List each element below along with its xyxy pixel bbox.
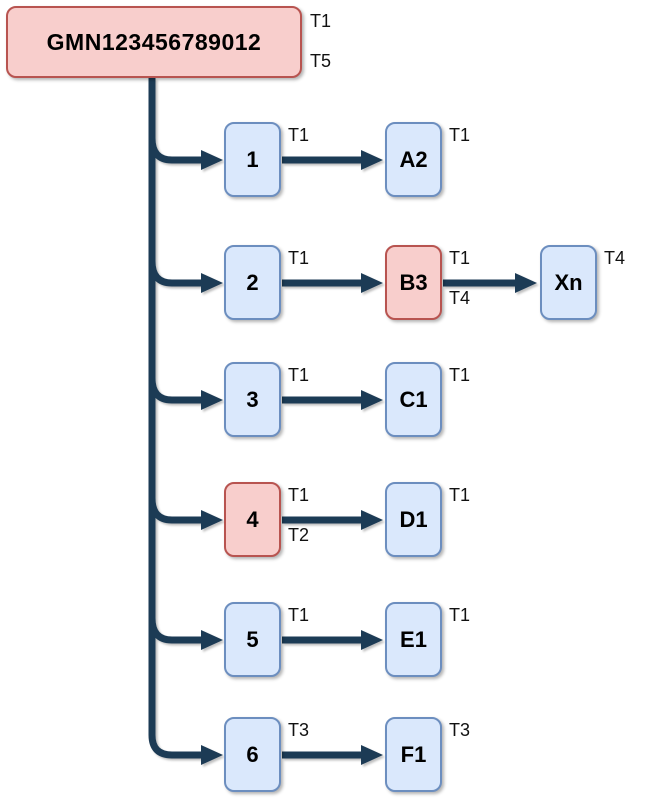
node-B3: B3	[385, 245, 442, 320]
tag-node-C1: T1	[449, 365, 471, 385]
tag-node-E1: T1	[449, 605, 471, 625]
node-label: C1	[399, 386, 428, 412]
tag-node-Xn: T4	[604, 248, 626, 268]
node-label: F1	[400, 741, 427, 767]
branch-line-3	[148, 377, 223, 410]
node-3: 3	[224, 362, 281, 437]
tag-node-2: T1	[288, 248, 310, 268]
node-4: 4	[224, 482, 281, 557]
node-label: 2	[246, 269, 259, 295]
node-label: 3	[246, 386, 259, 412]
node-label: GMN123456789012	[46, 28, 262, 55]
node-root: GMN123456789012	[6, 6, 302, 78]
tag-node-B3-1: T1	[449, 248, 471, 268]
node-label: Xn	[554, 269, 583, 295]
tag-node-1: T1	[288, 125, 310, 145]
node-label: 4	[246, 506, 259, 532]
tag-node-6: T3	[288, 720, 310, 740]
node-label: 1	[246, 146, 259, 172]
tag-node-F1: T3	[449, 720, 471, 740]
node-label: 6	[246, 741, 259, 767]
node-label: E1	[400, 626, 427, 652]
node-label: 5	[246, 626, 259, 652]
node-C1: C1	[385, 362, 442, 437]
tag-node-D1: T1	[449, 485, 471, 505]
node-1: 1	[224, 122, 281, 197]
node-2: 2	[224, 245, 281, 320]
branch-line-1	[148, 137, 223, 170]
node-label: B3	[399, 269, 428, 295]
node-label: A2	[399, 146, 428, 172]
node-6: 6	[224, 717, 281, 792]
node-A2: A2	[385, 122, 442, 197]
tag-node-4-2: T2	[288, 525, 310, 545]
node-label: D1	[399, 506, 428, 532]
node-E1: E1	[385, 602, 442, 677]
tag-node-A2: T1	[449, 125, 471, 145]
tag-node-B3-2: T4	[449, 288, 471, 308]
tag-node-4-1: T1	[288, 485, 310, 505]
node-F1: F1	[385, 717, 442, 792]
branch-line-4	[148, 497, 223, 530]
tag-root-1: T1	[310, 11, 332, 31]
node-D1: D1	[385, 482, 442, 557]
tag-node-5: T1	[288, 605, 310, 625]
node-5: 5	[224, 602, 281, 677]
node-Xn: Xn	[540, 245, 597, 320]
branch-line-2	[148, 260, 223, 293]
branch-line-5	[148, 617, 223, 650]
trunk-line	[148, 78, 223, 765]
tag-root-2: T5	[310, 51, 332, 71]
tag-node-3: T1	[288, 365, 310, 385]
